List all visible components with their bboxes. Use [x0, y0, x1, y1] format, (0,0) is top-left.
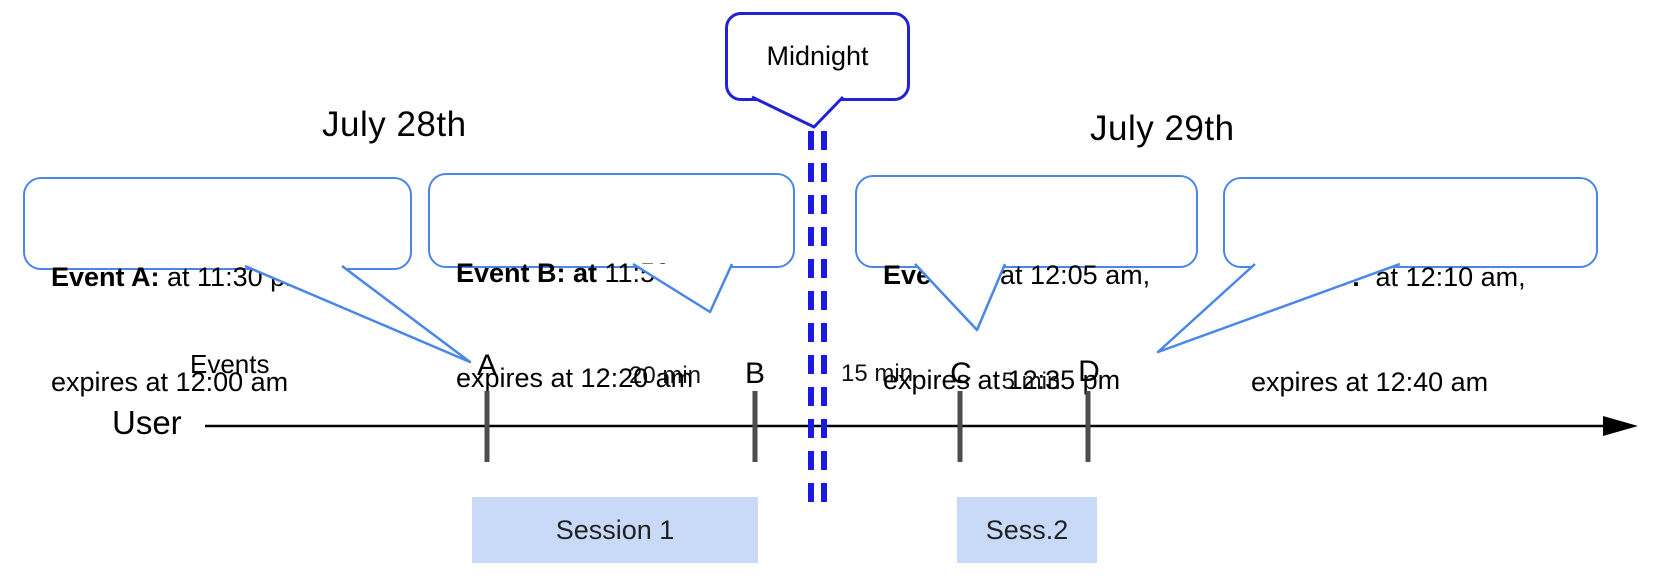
midnight-label: Midnight [766, 41, 869, 71]
session-2-label: Sess.2 [985, 514, 1069, 545]
session-1-box: Session 1 [472, 497, 758, 563]
event-a-expiry: expires at 12:00 am [51, 367, 289, 397]
event-d-line1: Event D: at 12:10 am, [1251, 260, 1578, 295]
event-b-callout: Event B: at 11:50 pm, expires at 12:20 a… [428, 173, 795, 393]
event-a-line1: Event A: at 11:30 pm, [51, 260, 392, 295]
event-c-time: at 12:05 am, [992, 260, 1151, 290]
session-2-box: Sess.2 [957, 497, 1097, 563]
tick-label-d: D [1078, 355, 1100, 388]
event-b-line1: Event B: at 11:50 pm, [456, 256, 775, 291]
event-c-line1: Event C: at 12:05 am, [883, 258, 1178, 293]
interval-15min-label: 15 min [840, 360, 914, 387]
session-1-label: Session 1 [555, 514, 675, 545]
event-d-callout: Event D: at 12:10 am, expires at 12:40 a… [1223, 177, 1598, 397]
event-c-callout: Event C: at 12:05 am, expires at 12:35 p… [855, 175, 1198, 395]
date-title-july-28: July 28th [322, 105, 467, 144]
event-d-title: Event D: [1251, 262, 1361, 292]
user-axis-label: User [112, 404, 182, 441]
tick-label-b: B [744, 357, 766, 390]
midnight-callout-tail [751, 95, 845, 129]
midnight-callout: Midnight [725, 12, 910, 101]
interval-5min-label: 5 min [1001, 368, 1061, 395]
interval-20min-label: 20 min [628, 362, 702, 389]
timeline-arrowhead-icon [1603, 416, 1638, 436]
event-b-time: 11:50 pm, [597, 258, 723, 288]
event-b-title: Event B: at [456, 258, 598, 288]
event-a-time: at 11:30 pm, [159, 262, 316, 292]
event-c-title: Event C: [883, 260, 993, 290]
event-d-expiry: expires at 12:40 am [1251, 367, 1489, 397]
event-a-title: Event A: [51, 262, 160, 292]
tick-label-a: A [476, 349, 498, 382]
event-d-time: at 12:10 am, [1360, 262, 1526, 292]
event-a-callout: Event A: at 11:30 pm, expires at 12:00 a… [23, 177, 412, 397]
event-c-expiry: expires at 12:35 pm [883, 365, 1121, 395]
date-title-july-29: July 29th [1090, 109, 1235, 148]
event-b-expiry: expires at 12:20 am [456, 363, 694, 393]
tick-label-c: C [950, 357, 972, 390]
